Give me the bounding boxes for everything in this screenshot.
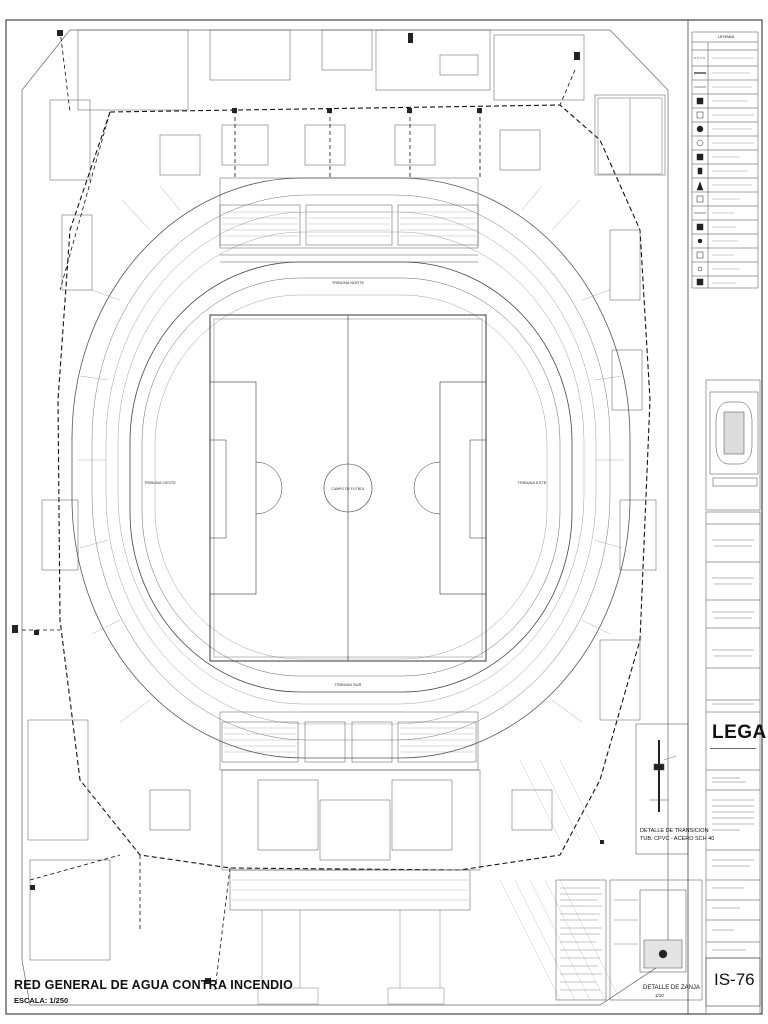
tribuna-sur-label: TRIBUNA SUR [335,682,362,687]
penalty-arc-east [413,461,441,515]
sheet-border [5,19,763,1015]
field-center-label: CAMPO DE FUTBOL [331,487,365,491]
site-boundary [21,29,669,1006]
corner-buildings [27,99,657,961]
tribuna-norte-label: TRIBUNA NORTE [332,280,365,285]
legend-description-lines [712,57,754,284]
title-block [705,511,761,1015]
center-circle [323,463,373,513]
key-plan [705,379,761,511]
trench-detail-scale: 1/10 [655,993,664,998]
penalty-box-east [439,381,487,595]
transition-detail [635,723,689,855]
notes-lines [560,887,602,991]
stands-mid-1 [91,194,611,741]
fire-water-main-loop [57,104,651,871]
stands-mid-3 [117,231,585,705]
track-outer [129,261,573,693]
track-inner [141,277,561,677]
legend-table [691,31,759,289]
penalty-box-west [209,381,257,595]
tribuna-oeste-label: TRIBUNA OESTE [144,480,176,485]
trench-detail-title: DETALLE DE ZANJA [643,985,700,991]
trench-detail [609,879,703,1001]
stands-mid-2 [105,211,597,725]
title-block-text-lines [712,539,754,951]
stands-radials [78,185,624,723]
track-inner-2 [154,294,548,660]
logo: LEGADO [712,722,768,743]
penalty-arc-west [255,461,283,515]
fire-branch-lines [22,29,576,991]
legend-symbols [694,57,706,286]
transition-detail-subtitle: TUB. CPVC - ACERO SCH 40 [640,836,715,842]
sheet-number-box [705,957,761,1007]
sports-court [597,97,663,175]
notes-block [555,879,607,1001]
north-seat-rows [222,211,476,237]
south-stand [219,711,481,911]
tribuna-este-label: TRIBUNA ESTE [518,480,547,485]
sheet-number: IS-76 [714,970,755,989]
north-stand [159,124,541,263]
goal-box-west [209,439,227,539]
south-seat-rows [224,727,474,901]
drawing-scale: ESCALA: 1/250 [14,996,69,1005]
transition-detail-title: DETALLE DE TRANSICION [640,828,709,834]
drawing-title: RED GENERAL DE AGUA CONTRA INCENDIO [14,978,294,992]
legend-title: LEYENDA [718,35,735,39]
goal-box-east [469,439,487,539]
logo-underline [710,748,756,749]
stadium-plan [12,29,669,1006]
top-buildings [77,29,666,176]
south-ramps [257,910,445,1005]
valve-markers [12,30,604,984]
stands-outer [71,177,631,759]
